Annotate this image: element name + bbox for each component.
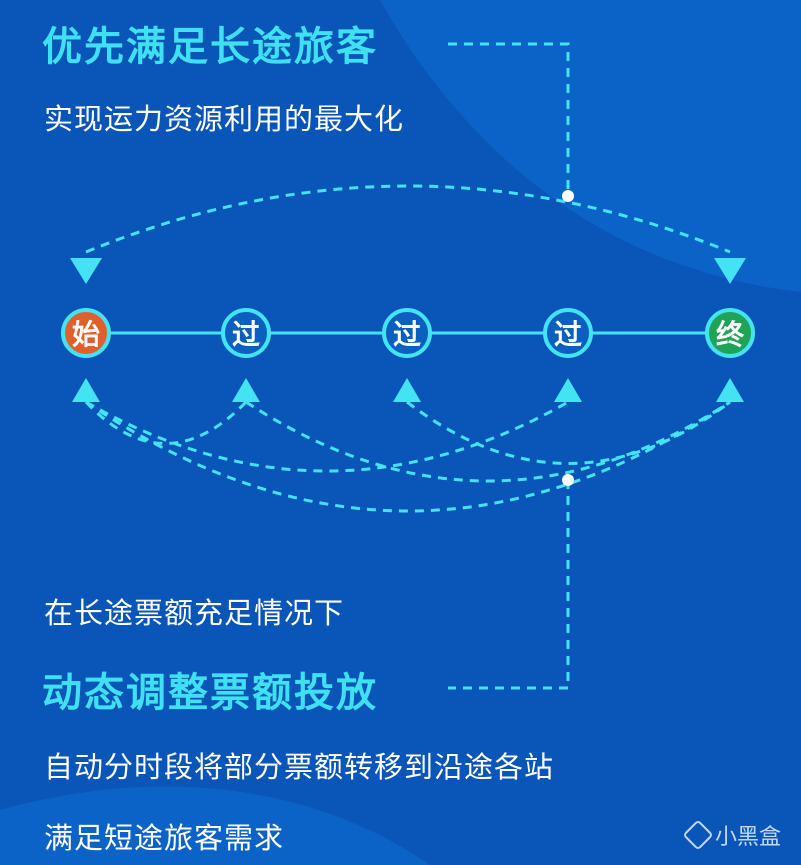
bottom-junction-dot	[562, 474, 574, 486]
watermark-logo-icon	[682, 819, 714, 851]
watermark-text: 小黑盒	[714, 825, 781, 850]
node-end: 终	[705, 308, 755, 358]
node-mid-1: 过	[221, 308, 271, 358]
arc-mid1-to-end	[245, 400, 731, 483]
description-line-1: 自动分时段将部分票额转移到沿途各站	[44, 750, 555, 784]
arc-start-to-mid1	[84, 400, 248, 445]
arc-start-to-mid3	[85, 400, 569, 473]
node-start: 始	[61, 308, 111, 358]
subtitle-top: 实现运力资源利用的最大化	[44, 102, 405, 136]
arrow-up-end	[716, 378, 744, 402]
arrow-up-mid1	[232, 378, 260, 402]
bottom-connector	[448, 480, 570, 690]
node-mid-2: 过	[382, 308, 432, 358]
top-arc	[85, 184, 731, 254]
arrow-down-start	[70, 258, 102, 284]
top-connector	[448, 42, 570, 196]
watermark: 小黑盒	[682, 819, 781, 851]
arrow-down-end	[714, 258, 746, 284]
note-bottom: 在长途票额充足情况下	[44, 596, 345, 630]
arrow-up-mid3	[554, 378, 582, 402]
arc-mid2-to-end	[406, 400, 731, 465]
heading-bottom: 动态调整票额投放	[42, 670, 378, 716]
heading-top: 优先满足长途旅客	[42, 24, 378, 70]
arrow-up-mid2	[393, 378, 421, 402]
node-mid-3: 过	[543, 308, 593, 358]
description-line-2: 满足短途旅客需求	[44, 821, 285, 855]
top-junction-dot	[562, 190, 574, 202]
arc-start-to-end	[85, 400, 731, 513]
arrow-up-start	[72, 378, 100, 402]
